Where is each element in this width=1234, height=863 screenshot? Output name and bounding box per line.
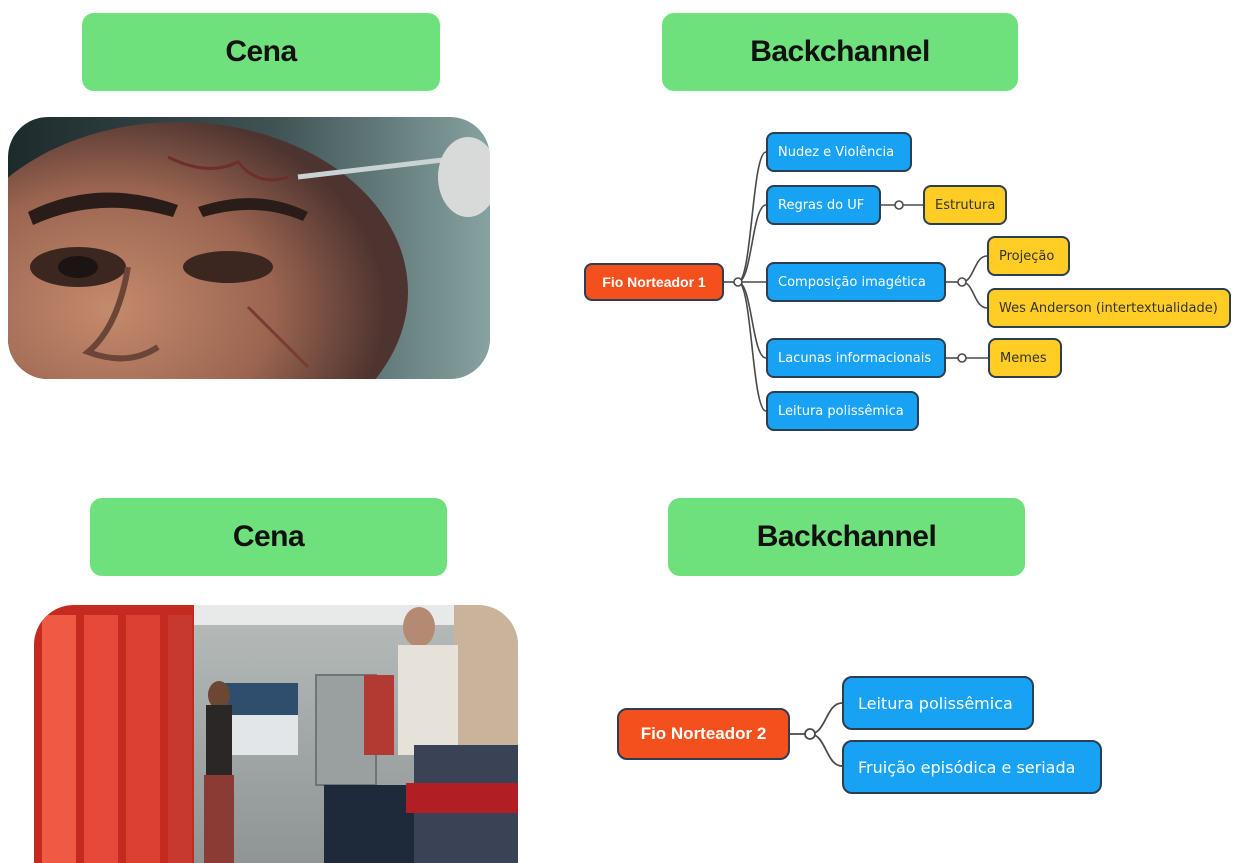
- node-estrutura[interactable]: Estrutura: [923, 185, 1007, 225]
- node-leitura-polissemica-1-label: Leitura polissêmica: [778, 403, 904, 419]
- node-composicao-imagetica[interactable]: Composição imagética: [766, 262, 946, 302]
- node-nudez-violencia-label: Nudez e Violência: [778, 144, 895, 160]
- node-fruicao-episodica-label: Fruição episódica e seriada: [858, 757, 1076, 777]
- node-wes-anderson[interactable]: Wes Anderson (intertextualidade): [987, 288, 1231, 328]
- node-memes-label: Memes: [1000, 350, 1047, 366]
- cena-header-1: Cena: [82, 13, 440, 91]
- node-leitura-polissemica-2[interactable]: Leitura polissêmica: [842, 676, 1034, 730]
- cena-header-1-label: Cena: [225, 35, 297, 68]
- node-estrutura-label: Estrutura: [935, 197, 996, 213]
- cena-header-2: Cena: [90, 498, 447, 576]
- node-composicao-imagetica-label: Composição imagética: [778, 274, 926, 290]
- node-regras-uf[interactable]: Regras do UF: [766, 185, 881, 225]
- node-projecao-label: Projeção: [999, 248, 1055, 264]
- root-node-1-label: Fio Norteador 1: [602, 274, 706, 290]
- node-nudez-violencia[interactable]: Nudez e Violência: [766, 132, 912, 172]
- root-node-1[interactable]: Fio Norteador 1: [584, 263, 724, 301]
- root-node-2[interactable]: Fio Norteador 2: [617, 708, 790, 760]
- backchannel-header-2-label: Backchannel: [756, 520, 937, 553]
- node-fruicao-episodica[interactable]: Fruição episódica e seriada: [842, 740, 1102, 794]
- root-node-2-label: Fio Norteador 2: [640, 724, 767, 743]
- node-projecao[interactable]: Projeção: [987, 236, 1070, 276]
- node-wes-anderson-label: Wes Anderson (intertextualidade): [999, 300, 1218, 316]
- node-regras-uf-label: Regras do UF: [778, 197, 865, 213]
- node-lacunas-informacionais[interactable]: Lacunas informacionais: [766, 338, 946, 378]
- backchannel-header-1: Backchannel: [662, 13, 1018, 91]
- node-lacunas-informacionais-label: Lacunas informacionais: [778, 350, 932, 366]
- scene-image-2: [34, 605, 518, 863]
- node-leitura-polissemica-1[interactable]: Leitura polissêmica: [766, 391, 919, 431]
- cena-header-2-label: Cena: [232, 520, 305, 553]
- node-leitura-polissemica-2-label: Leitura polissêmica: [858, 693, 1013, 713]
- backchannel-header-1-label: Backchannel: [750, 35, 930, 68]
- backchannel-header-2: Backchannel: [668, 498, 1025, 576]
- node-memes[interactable]: Memes: [988, 338, 1062, 378]
- scene-image-1: [8, 117, 490, 379]
